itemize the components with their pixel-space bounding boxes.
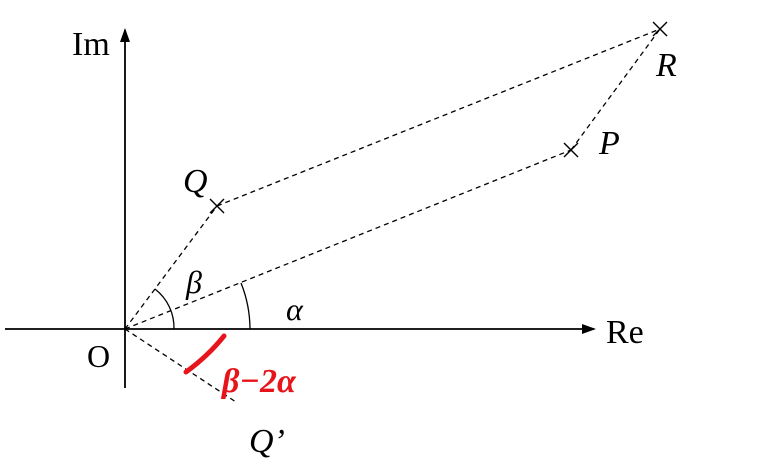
difference-angle-label: β−2α <box>220 363 297 400</box>
beta-arc <box>154 288 175 330</box>
segment-qr <box>216 28 661 207</box>
segment-pr <box>570 28 661 151</box>
point-q-marker <box>209 198 225 214</box>
point-p-marker <box>563 142 579 158</box>
origin-label: O <box>87 338 110 374</box>
alpha-arc <box>240 282 251 330</box>
point-p-label: P <box>598 125 620 162</box>
vector-oq-prime <box>124 328 237 403</box>
point-q-label: Q <box>183 163 208 200</box>
difference-angle-mark <box>183 333 227 375</box>
alpha-label: α <box>286 291 304 327</box>
real-axis-label: Re <box>606 314 644 351</box>
vector-oq <box>124 205 218 330</box>
point-q-prime-label: Q’ <box>249 423 285 460</box>
point-r-label: R <box>655 47 677 84</box>
beta-label: β <box>185 264 202 300</box>
point-r-marker <box>652 21 668 37</box>
imag-axis-label: Im <box>72 26 110 63</box>
vector-op <box>124 149 572 330</box>
